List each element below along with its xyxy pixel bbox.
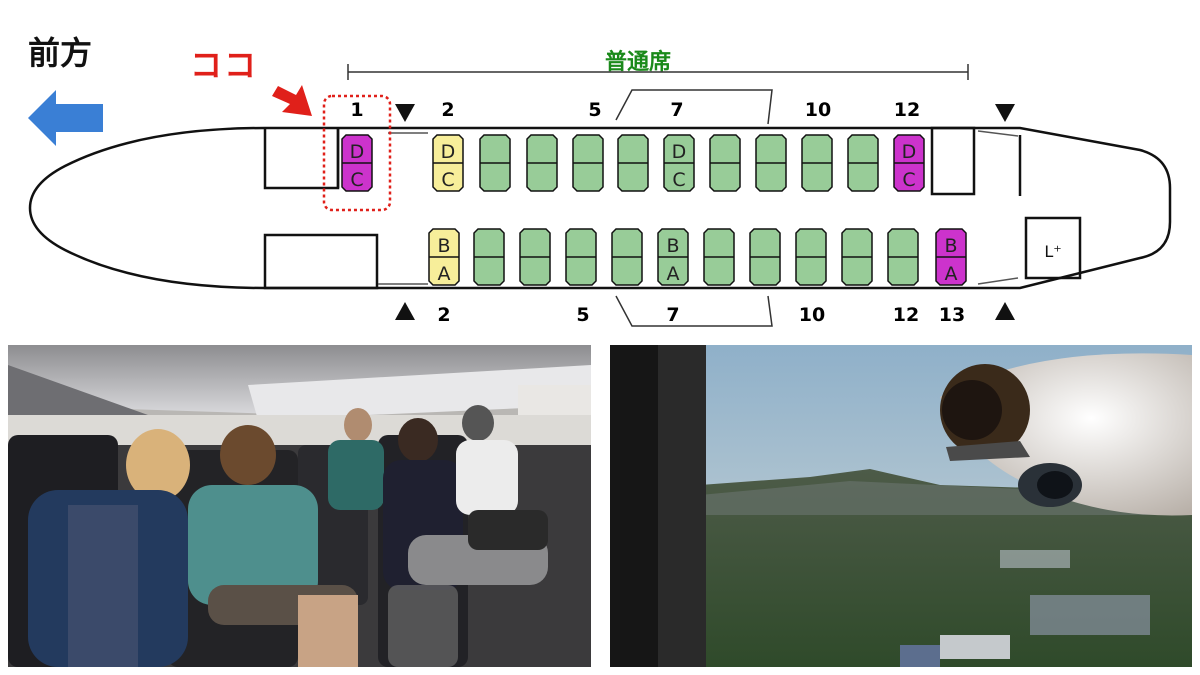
svg-text:D: D xyxy=(350,141,365,163)
row-number: 12 xyxy=(893,304,919,326)
seat-row12-dc xyxy=(893,134,925,192)
seat-row13-ba xyxy=(935,228,967,286)
exit-marker-icon xyxy=(395,104,415,122)
row-number: 13 xyxy=(939,304,965,326)
row-number: 1 xyxy=(350,99,363,121)
section-bracket xyxy=(347,64,969,80)
forward-arrow-icon xyxy=(28,90,103,146)
seat-map: D C D C D C D C B A B A B A L⁺ 1 2 5 7 1… xyxy=(28,64,1172,327)
row-number: 2 xyxy=(441,99,454,121)
row-number: 12 xyxy=(894,99,920,121)
row-number: 5 xyxy=(576,304,589,326)
exit-marker-icon xyxy=(995,104,1015,122)
here-arrow-icon xyxy=(272,85,312,116)
seat-row2-dc xyxy=(432,134,464,192)
here-highlight-box xyxy=(322,94,392,212)
fuselage-outline xyxy=(28,126,1172,290)
seat-lower-standard xyxy=(473,228,919,286)
row-number: 7 xyxy=(670,99,683,121)
svg-text:B: B xyxy=(944,235,957,257)
svg-text:C: C xyxy=(672,169,685,191)
here-label: ココ xyxy=(190,46,259,84)
svg-text:B: B xyxy=(666,235,679,257)
svg-text:C: C xyxy=(350,169,363,191)
svg-text:D: D xyxy=(902,141,917,163)
seat-letters: D C D C D C D C B A B A B A xyxy=(350,141,958,285)
seat-row1-dc xyxy=(341,134,373,192)
bottom-row-numbers: 2 5 7 10 12 13 xyxy=(437,304,965,326)
svg-text:A: A xyxy=(945,263,958,285)
exit-marker-icon xyxy=(395,302,415,320)
forward-label: 前方 xyxy=(28,34,93,72)
row-number: 2 xyxy=(437,304,450,326)
door-frames xyxy=(378,130,1019,285)
svg-text:A: A xyxy=(438,263,451,285)
svg-text:A: A xyxy=(667,263,680,285)
interior-walls xyxy=(263,126,1082,290)
exit-markers xyxy=(395,104,1015,320)
window-view-photo xyxy=(610,345,1192,667)
upper-seat-row xyxy=(341,134,925,192)
section-label: 普通席 xyxy=(605,50,672,75)
top-row-numbers: 1 2 5 7 10 12 xyxy=(350,99,920,121)
row-number: 7 xyxy=(666,304,679,326)
exit-marker-icon xyxy=(995,302,1015,320)
svg-text:D: D xyxy=(672,141,687,163)
cabin-photo-illustration xyxy=(8,345,591,667)
row-number: 10 xyxy=(805,99,831,121)
lower-seat-row xyxy=(428,228,967,286)
svg-text:C: C xyxy=(441,169,454,191)
lavatory-label: L⁺ xyxy=(1044,242,1061,261)
cabin-interior-photo xyxy=(8,345,591,667)
svg-text:C: C xyxy=(902,169,915,191)
window-photo-illustration xyxy=(610,345,1192,667)
wing-markers xyxy=(615,89,773,327)
row-number: 5 xyxy=(588,99,601,121)
seat-upper-standard xyxy=(479,134,879,192)
row-number: 10 xyxy=(799,304,825,326)
svg-text:B: B xyxy=(437,235,450,257)
seat-row2-ba xyxy=(428,228,460,286)
svg-text:D: D xyxy=(441,141,456,163)
